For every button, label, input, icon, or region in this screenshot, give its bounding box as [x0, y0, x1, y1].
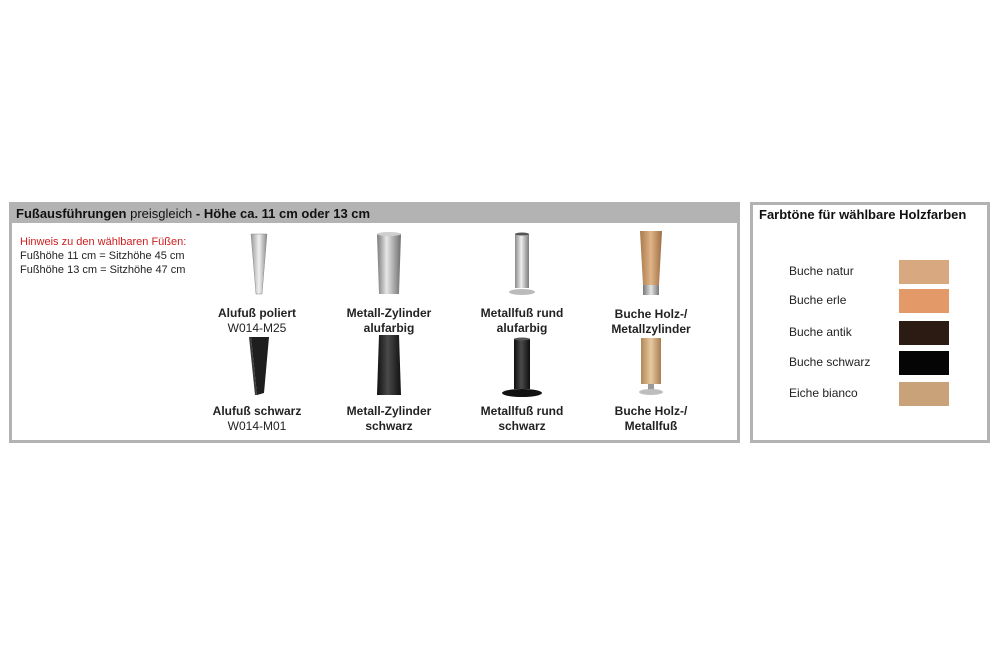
leg-option-metal-cylinder-black[interactable]: Metall-Zylinder schwarz	[334, 332, 444, 434]
leg-option-beech-metal-foot[interactable]: Buche Holz-/ Metallfuß	[596, 335, 706, 434]
feet-panel-title: Fußausführungen preisgleich - Höhe ca. 1…	[12, 205, 737, 223]
color-swatch	[899, 351, 949, 375]
leg-option-round-metal-silver[interactable]: Metallfuß rund alufarbig	[467, 230, 577, 336]
swatch-label: Buche antik	[789, 325, 852, 339]
note-heading: Hinweis zu den wählbaren Füßen:	[20, 236, 187, 248]
swatch-row-buche-erle[interactable]: Buche erle	[789, 289, 951, 313]
swatch-label: Buche schwarz	[789, 355, 871, 369]
leg-option-alu-polished[interactable]: Alufuß poliert W014-M25	[202, 230, 312, 336]
leg-option-alu-black[interactable]: Alufuß schwarz W014-M01	[202, 335, 312, 434]
note-line-11cm: Fußhöhe 11 cm = Sitzhöhe 45 cm	[20, 250, 185, 262]
round-metal-leg-silver-icon	[509, 232, 535, 295]
wood-colors-panel: Farbtöne für wählbare Holzfarben Buche n…	[750, 202, 990, 443]
color-swatch	[899, 260, 949, 284]
swatch-row-eiche-bianco[interactable]: Eiche bianco	[789, 382, 951, 406]
metal-cylinder-black-icon	[377, 335, 401, 395]
swatch-label: Buche erle	[789, 293, 847, 307]
metal-cylinder-silver-icon	[377, 232, 401, 294]
feet-options-panel: Fußausführungen preisgleich - Höhe ca. 1…	[9, 202, 740, 443]
color-swatch	[899, 289, 949, 313]
swatch-label: Eiche bianco	[789, 386, 858, 400]
swatch-label: Buche natur	[789, 264, 854, 278]
swatch-row-buche-schwarz[interactable]: Buche schwarz	[789, 351, 951, 375]
black-aluminium-leg-icon	[249, 337, 269, 395]
swatch-row-buche-antik[interactable]: Buche antik	[789, 321, 951, 345]
note-line-13cm: Fußhöhe 13 cm = Sitzhöhe 47 cm	[20, 264, 186, 276]
colors-panel-title: Farbtöne für wählbare Holzfarben	[753, 205, 987, 225]
leg-option-metal-cylinder-silver[interactable]: Metall-Zylinder alufarbig	[334, 230, 444, 336]
beech-wood-metal-foot-icon	[639, 338, 663, 395]
polished-aluminium-leg-icon	[250, 233, 268, 295]
swatch-row-buche-natur[interactable]: Buche natur	[789, 260, 951, 284]
height-note: Hinweis zu den wählbaren Füßen: Fußhöhe …	[20, 235, 186, 277]
beech-wood-metal-cylinder-icon	[640, 231, 662, 295]
color-swatch	[899, 321, 949, 345]
leg-option-round-metal-black[interactable]: Metallfuß rund schwarz	[467, 335, 577, 434]
round-metal-leg-black-icon	[502, 337, 542, 397]
color-swatch	[899, 382, 949, 406]
leg-option-beech-metal-cylinder[interactable]: Buche Holz-/ Metallzylinder	[596, 227, 706, 337]
